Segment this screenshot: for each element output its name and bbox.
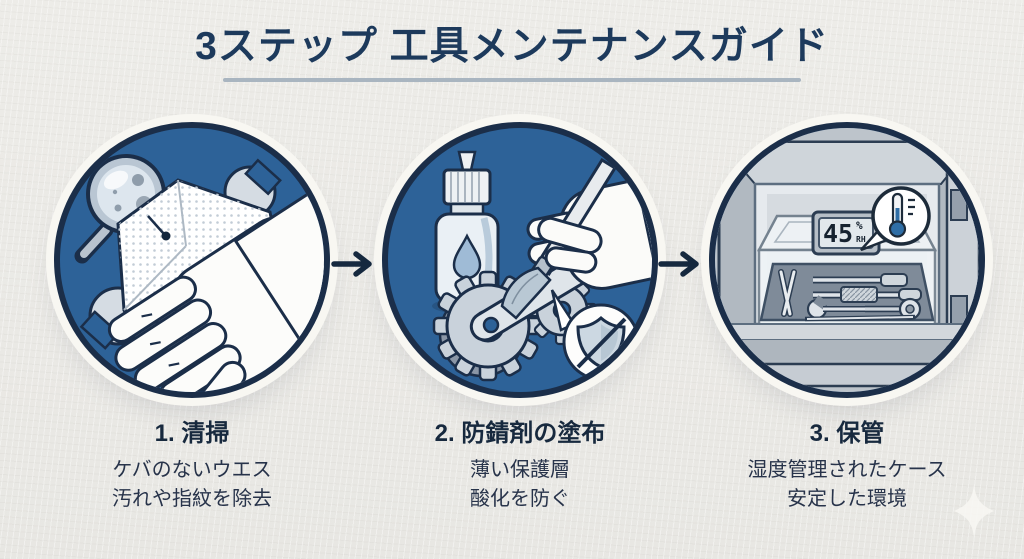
sparkle-icon xyxy=(954,485,994,537)
step1-label: 1. 清掃 xyxy=(154,420,230,447)
step2-circle xyxy=(382,122,658,398)
page-title: 3ステップ 工具メンテナンスガイド xyxy=(195,25,829,68)
step1-description-line1: ケバのないウエス xyxy=(112,459,272,481)
stored-tools xyxy=(778,269,922,322)
step3-description-line1: 湿度管理されたケース xyxy=(747,459,947,481)
step2-label: 2. 防錆剤の塗布 xyxy=(434,420,606,447)
oiling-illustration xyxy=(432,139,652,382)
step2-caption: 2. 防錆剤の塗布 薄い保護層 酸化を防ぐ xyxy=(348,418,692,514)
step3-circle: 45 % RH xyxy=(709,122,985,398)
hygrometer-unit: RH xyxy=(856,235,866,244)
arrow-right-icon xyxy=(331,251,372,277)
step3-caption: 3. 保管 湿度管理されたケース 安定した環境 xyxy=(675,418,1019,514)
step3-label: 3. 保管 xyxy=(809,420,885,447)
cleaning-illustration xyxy=(74,154,324,392)
leader-line xyxy=(147,215,165,235)
hygrometer-value: 45 xyxy=(823,219,853,248)
hygrometer-percent: % xyxy=(856,219,863,232)
step3-description-line2: 安定した環境 xyxy=(787,488,907,510)
hygrometer: 45 % RH xyxy=(811,210,881,256)
brush-icon xyxy=(500,157,618,320)
step1-circle xyxy=(54,122,330,398)
screwdriver-icon xyxy=(813,273,908,287)
cabinet-base xyxy=(718,323,976,388)
step2-description-line2: 酸化を防ぐ xyxy=(470,488,570,510)
hand xyxy=(107,168,324,392)
header: 3ステップ 工具メンテナンスガイド xyxy=(0,24,1024,82)
tweezers-icon xyxy=(778,269,797,317)
hand xyxy=(500,139,652,320)
step2-description-line1: 薄い保護層 xyxy=(470,459,570,481)
knurled-screwdriver-icon xyxy=(813,286,922,303)
thermometer-icon xyxy=(888,192,915,238)
leader-dot xyxy=(161,231,171,241)
step1-description-line2: 汚れや指紋を除去 xyxy=(112,488,272,510)
pick-tool-icon xyxy=(804,314,916,322)
title-underline xyxy=(223,77,801,82)
speech-bubble xyxy=(860,186,931,252)
arrow-right-icon xyxy=(658,251,699,277)
step1-caption: 1. 清掃 ケバのないウエス 汚れや指紋を除去 xyxy=(20,418,364,514)
storage-illustration: 45 % RH xyxy=(715,128,979,392)
